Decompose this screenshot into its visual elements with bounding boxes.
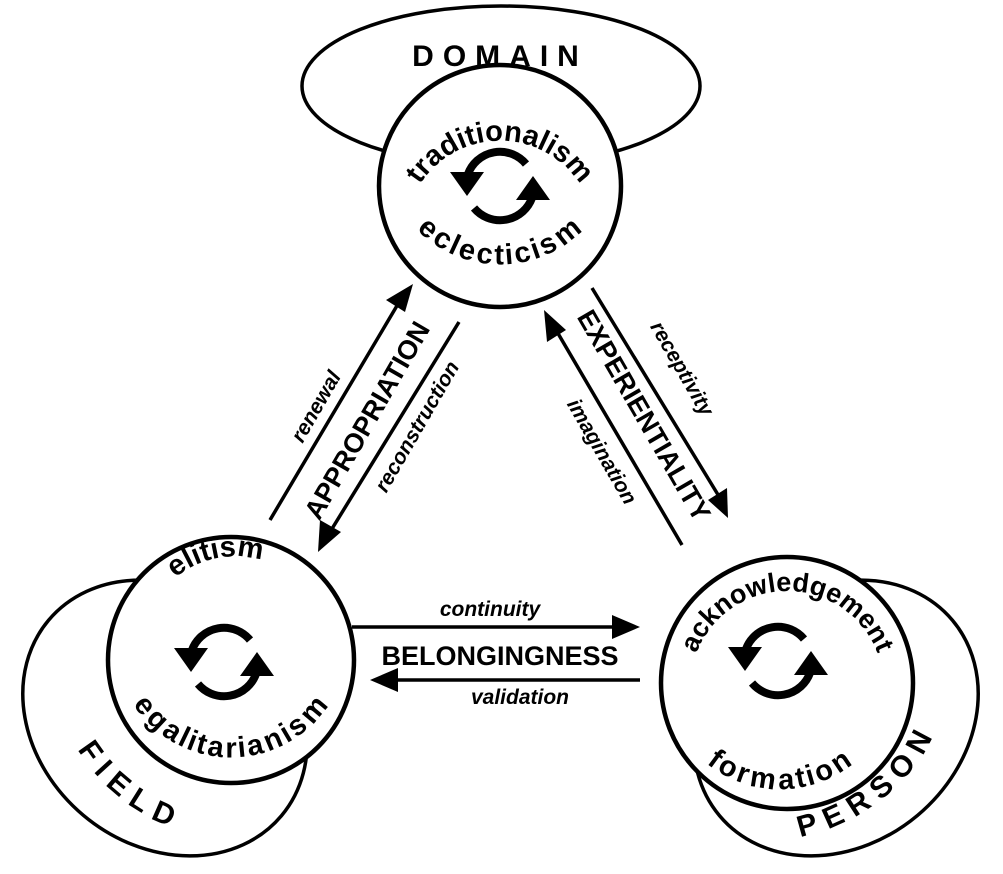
field-circle <box>105 534 357 786</box>
validation-label: validation <box>471 686 569 709</box>
belongingness-label: BELONGINGNESS <box>381 641 618 671</box>
cycle-arrows-icon <box>174 623 274 701</box>
domain-circle <box>376 62 624 310</box>
continuity-label: continuity <box>440 598 542 621</box>
person-circle <box>658 554 916 812</box>
experientiality-link: EXPERIENTIALITY receptivity imagination <box>544 287 728 546</box>
appropriation-link: APPROPRIATION renewal reconstruction <box>268 284 464 552</box>
cycle-arrows-icon <box>728 622 828 700</box>
cycle-arrows-icon <box>450 147 550 225</box>
belongingness-link: BELONGINGNESS continuity validation <box>352 598 640 709</box>
